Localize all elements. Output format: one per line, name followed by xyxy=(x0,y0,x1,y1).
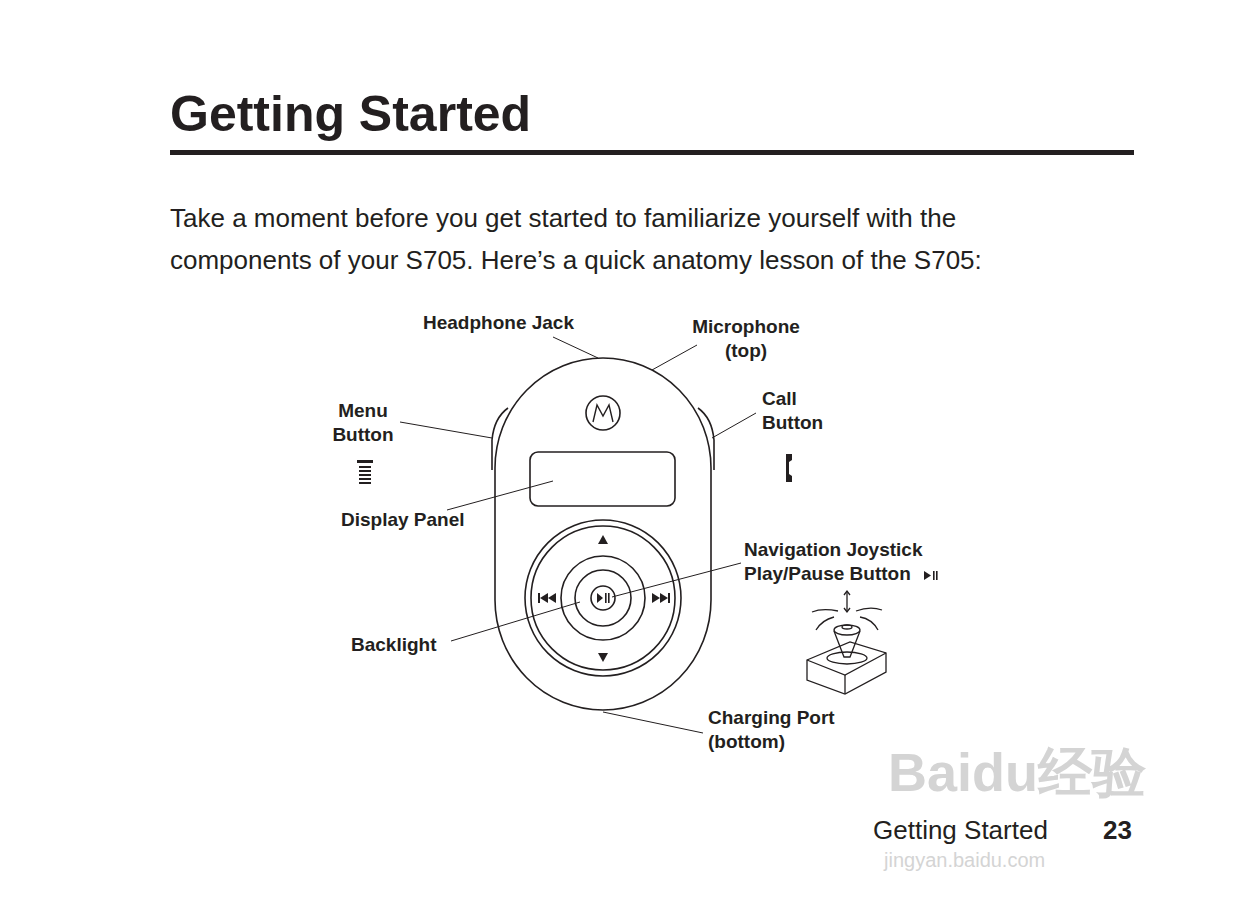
s705-device xyxy=(492,358,714,710)
intro-text: Take a moment before you get started to … xyxy=(170,197,1075,281)
joystick-illustration xyxy=(807,591,886,694)
page-number: 23 xyxy=(1103,815,1132,845)
part-label: Microphone (top) xyxy=(681,315,811,363)
part-label: Headphone Jack xyxy=(423,311,574,335)
watermark: Baidu经验 xyxy=(888,742,1146,802)
watermark-url: jingyan.baidu.com xyxy=(884,848,1045,872)
title-rule xyxy=(170,150,1134,155)
part-label: Navigation Joystick Play/Pause Button xyxy=(744,538,959,586)
part-label: Backlight xyxy=(351,633,437,657)
page-title: Getting Started xyxy=(170,86,531,142)
part-label: Menu Button xyxy=(323,399,403,447)
wheel-symbols xyxy=(538,535,670,662)
footer-section: Getting Started xyxy=(873,815,1048,845)
part-label: Call Button xyxy=(762,387,834,435)
play-pause-icon xyxy=(924,571,938,580)
part-label: Charging Port (bottom) xyxy=(708,706,853,754)
leader-lines xyxy=(400,337,756,733)
call-icon xyxy=(786,454,792,482)
part-label: Display Panel xyxy=(341,508,465,532)
menu-icon xyxy=(357,460,373,484)
